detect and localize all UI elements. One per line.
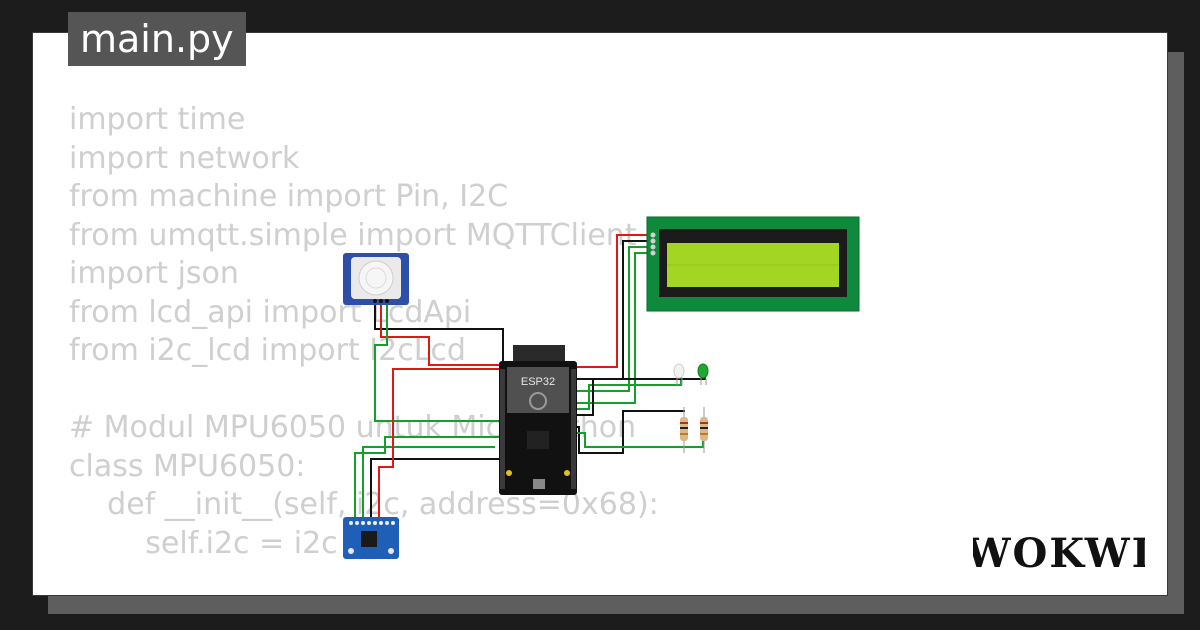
code-line: from machine import Pin, I2C — [69, 179, 509, 214]
usb-port — [533, 479, 545, 489]
code-line: # Modul MPU6050 untuk MicroPython — [69, 410, 637, 445]
file-tab[interactable]: main.py — [68, 12, 246, 66]
wire-lcd-vcc — [569, 234, 651, 368]
resistor-1[interactable] — [680, 407, 688, 453]
wires — [354, 234, 706, 521]
code-line: from umqtt.simple import MQTTClient — [69, 217, 637, 253]
esp32-pins-right — [571, 369, 576, 489]
resistor-2[interactable] — [700, 407, 708, 453]
wire-mpu-sda — [354, 436, 503, 521]
wire-resistor-1 — [569, 410, 685, 454]
wire-lcd-gnd — [569, 240, 651, 380]
chip-logo-icon — [529, 392, 547, 410]
code-line: class MPU6050: — [69, 448, 306, 484]
pir-sensor[interactable] — [343, 253, 409, 305]
esp32-board[interactable]: ESP32 — [499, 345, 577, 495]
wokwi-logo: WOKWI — [973, 530, 1145, 577]
wire-pir-gnd — [374, 299, 504, 363]
led-green[interactable] — [697, 363, 709, 385]
esp32-pins-left — [500, 369, 505, 489]
mpu6050-sensor[interactable] — [343, 517, 399, 559]
code-line: self.i2c = i2c — [69, 525, 338, 561]
wire-lcd-scl — [569, 252, 651, 404]
mpu-pins — [349, 521, 395, 525]
wire-lcd-sda — [569, 246, 651, 392]
code-line: import json — [69, 256, 239, 291]
led-white[interactable] — [673, 363, 685, 385]
wokwi-logo-text: WOKWI — [973, 530, 1145, 577]
wire-mpu-gnd — [370, 458, 503, 521]
lcd-pins — [650, 232, 656, 256]
wire-resistor-2 — [569, 432, 704, 448]
code-line: import time — [69, 102, 246, 137]
circuit-diagram: ESP32 — [343, 216, 860, 559]
wire-mpu-vcc — [378, 368, 503, 521]
esp32-label: ESP32 — [521, 376, 555, 388]
code-line: from i2c_lcd import I2cLcd — [69, 333, 466, 368]
wire-pir-vcc — [380, 299, 503, 366]
wire-led-green — [569, 373, 682, 410]
code-line: import network — [69, 140, 300, 176]
lcd-display[interactable] — [646, 216, 860, 312]
wire-mpu-scl — [362, 446, 495, 521]
pir-pins — [373, 299, 389, 303]
